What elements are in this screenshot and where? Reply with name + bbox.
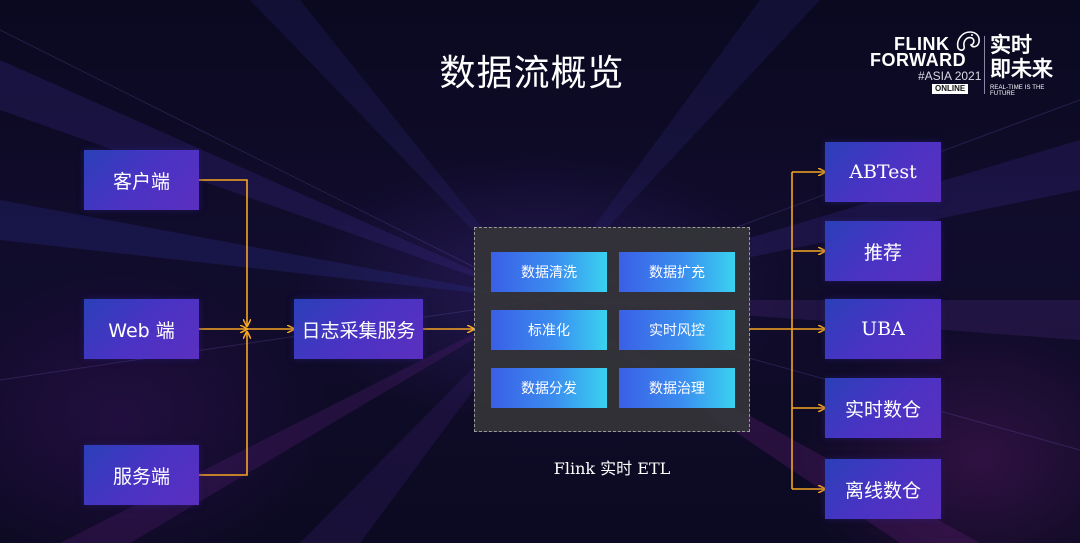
- etl-caption: Flink 实时 ETL: [553, 459, 671, 478]
- output-realtime-dw: 实时数仓: [825, 378, 941, 438]
- logo-slogan-line1: 实时: [990, 33, 1032, 57]
- etl-task-enrichment: 数据扩充: [619, 252, 735, 292]
- log-collector-service: 日志采集服务: [294, 299, 423, 359]
- logo-flink: FLINK: [894, 34, 950, 54]
- etl-task-governance: 数据治理: [619, 368, 735, 408]
- logo-online-badge: ONLINE: [932, 84, 969, 94]
- logo-asia: #ASIA 2021: [918, 69, 982, 83]
- logo-slogan-english: REAL-TIME IS THE FUTURE: [990, 85, 1045, 97]
- page-title: 数据流概览: [439, 53, 625, 94]
- logo-divider: [984, 36, 985, 94]
- output-abtest: ABTest: [825, 142, 941, 202]
- connector-server: [198, 332, 247, 476]
- etl-task-distribution: 数据分发: [491, 368, 607, 408]
- source-web: Web 端: [84, 299, 199, 359]
- source-server: 服务端: [84, 445, 199, 505]
- output-recommend: 推荐: [825, 221, 941, 281]
- output-uba: UBA: [825, 299, 941, 359]
- etl-task-normalization: 标准化: [491, 310, 607, 350]
- etl-task-risk-control: 实时风控: [619, 310, 735, 350]
- output-offline-dw: 离线数仓: [825, 459, 941, 519]
- squirrel-icon: [956, 31, 980, 51]
- source-client: 客户端: [84, 150, 199, 210]
- flink-etl-box: 数据清洗 数据扩充 标准化 实时风控 数据分发 数据治理: [474, 227, 750, 432]
- connector-client: [198, 179, 247, 326]
- logo-forward: FORWARD: [870, 50, 967, 70]
- etl-task-cleansing: 数据清洗: [491, 252, 607, 292]
- logo-slogan-line2: 即未来: [990, 57, 1053, 81]
- flink-forward-logo: FLINK FORWARD #ASIA 2021 ONLINE 实时 即未来 R…: [866, 30, 1066, 98]
